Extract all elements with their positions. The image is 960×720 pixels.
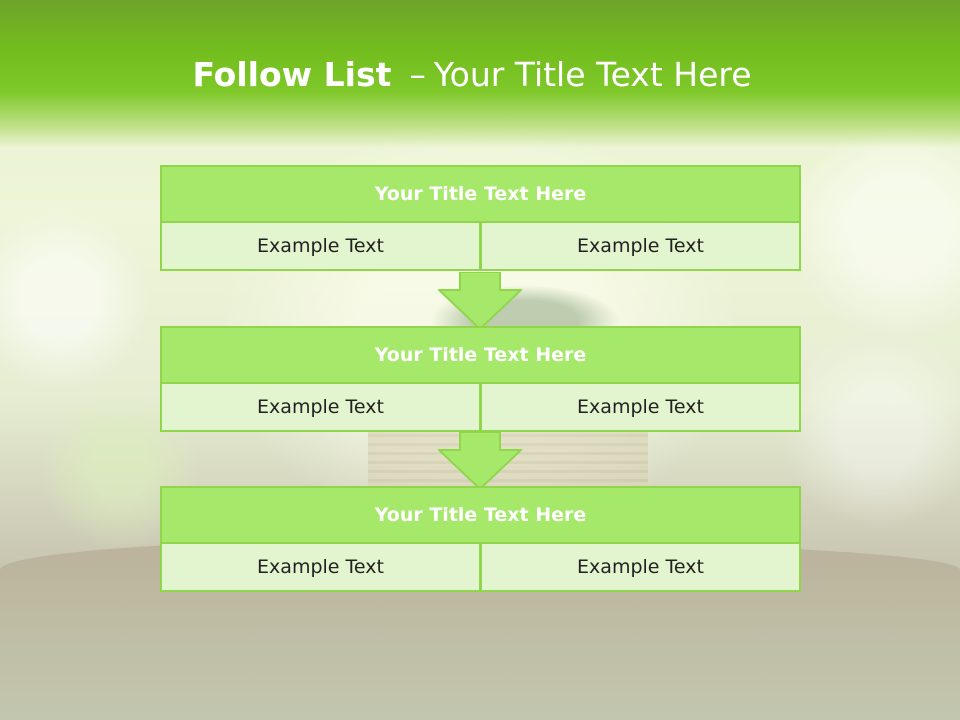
- slide-title: Follow List–Your Title Text Here: [0, 55, 944, 94]
- slide-title-dash: –: [409, 55, 426, 94]
- list-box-3: Your Title Text Here Example Text Exampl…: [160, 486, 801, 592]
- list-box-cell-right: Example Text: [480, 542, 801, 592]
- list-box-2: Your Title Text Here Example Text Exampl…: [160, 326, 801, 432]
- header-band: [0, 0, 960, 148]
- down-arrow-icon: [438, 432, 522, 490]
- list-box-title: Your Title Text Here: [160, 165, 801, 223]
- list-box-cell-right: Example Text: [480, 382, 801, 432]
- list-box-cell-left: Example Text: [160, 542, 481, 592]
- list-box-cell-left: Example Text: [160, 382, 481, 432]
- list-box-cell-left: Example Text: [160, 221, 481, 271]
- list-box-1: Your Title Text Here Example Text Exampl…: [160, 165, 801, 271]
- list-box-cell-right: Example Text: [480, 221, 801, 271]
- list-box-title: Your Title Text Here: [160, 486, 801, 544]
- slide-title-rest: Your Title Text Here: [433, 55, 752, 94]
- slide-title-bold: Follow List: [192, 55, 392, 94]
- down-arrow-icon: [438, 272, 522, 330]
- list-box-title: Your Title Text Here: [160, 326, 801, 384]
